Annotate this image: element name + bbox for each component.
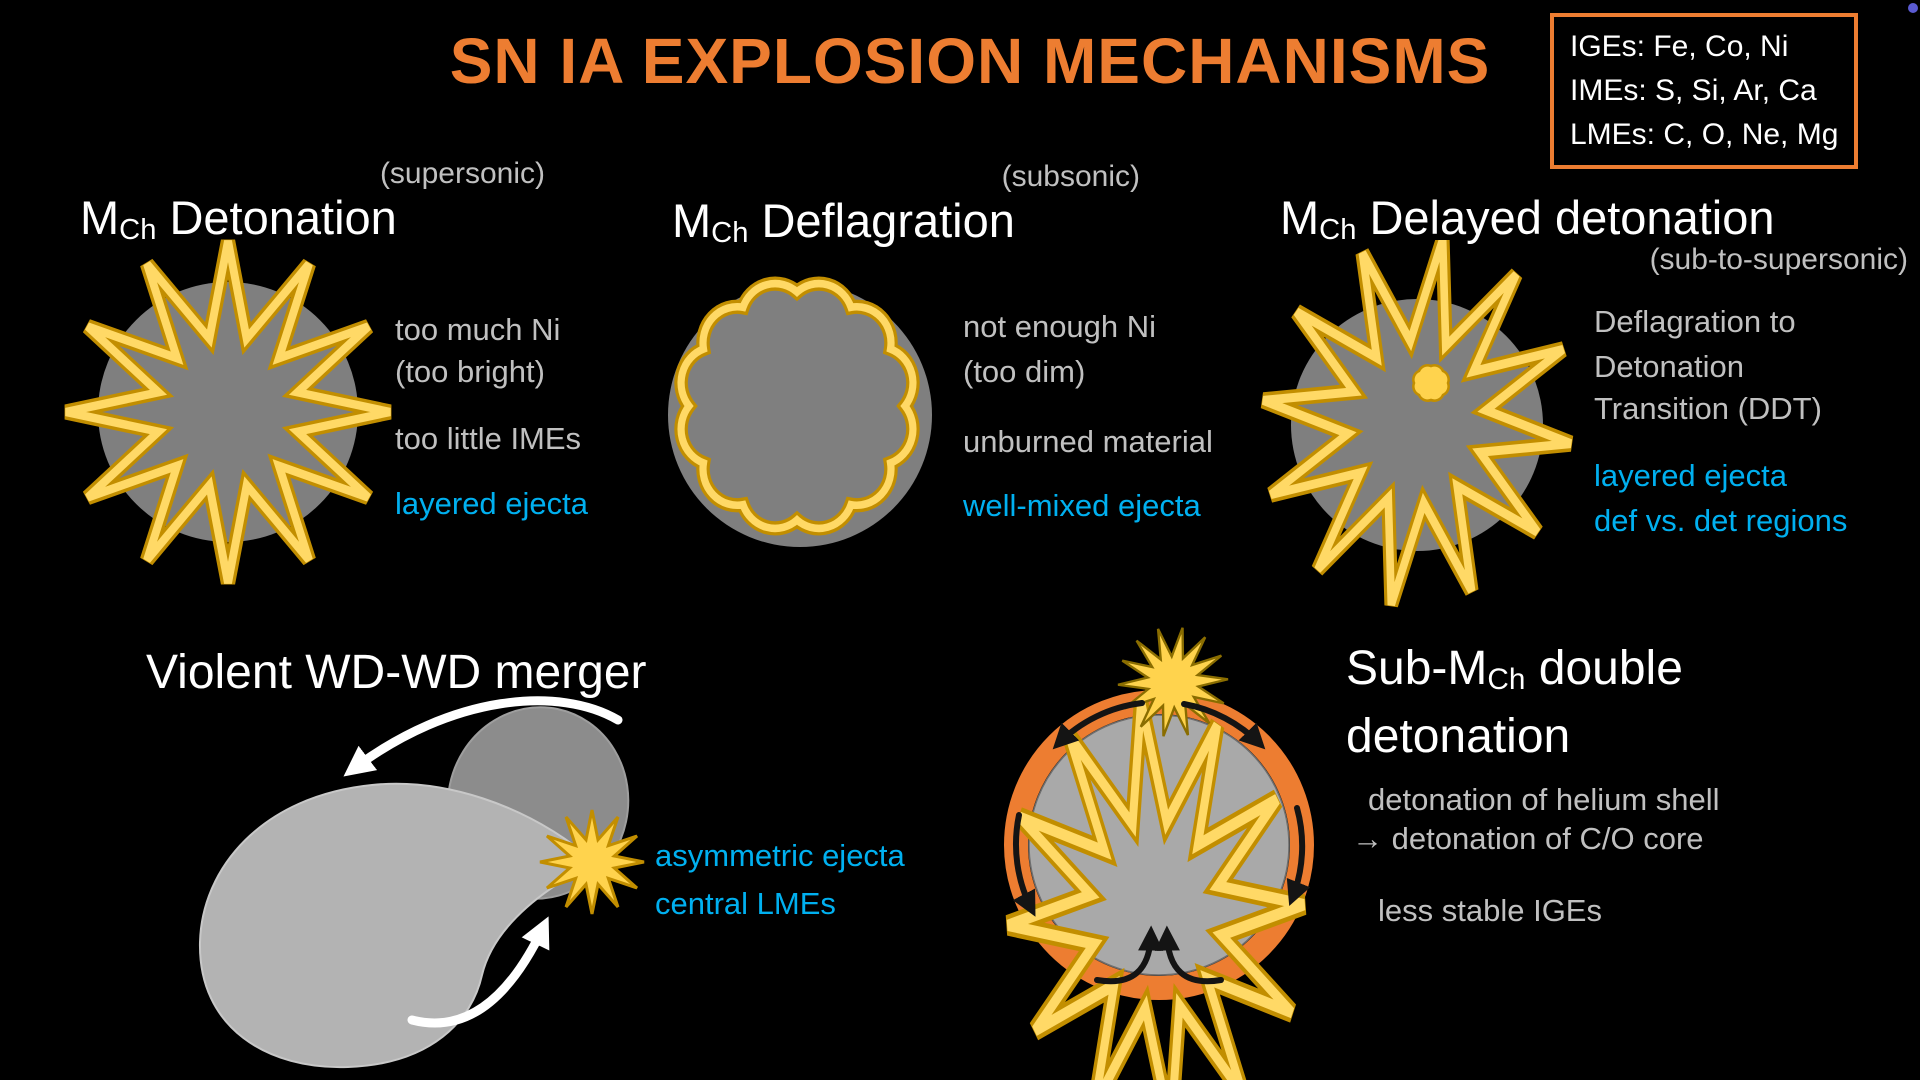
double-heading-post: double [1525,642,1683,695]
delayed-speed-note: (sub-to-supersonic) [1649,243,1908,276]
detonation-note-2: (too bright) [395,354,545,389]
legend-line-iges: IGEs: Fe, Co, Ni [1570,30,1789,63]
double-note-1: detonation of helium shell [1368,782,1720,817]
merger-note-blue-1: asymmetric ejecta [655,838,905,873]
double-detonation-diagram [980,617,1370,1080]
delayed-note-3: Transition (DDT) [1594,391,1822,426]
double-heading-pre: Sub-M [1346,642,1488,695]
detonation-speed-note: (supersonic) [379,157,545,190]
deflagration-spot-icon [1412,364,1450,402]
detonation-note-1: too much Ni [395,312,561,347]
legend-line-imes: IMEs: S, Si, Ar, Ca [1570,74,1817,107]
delayed-note-1: Deflagration to [1594,304,1796,339]
deflagration-heading-name: Deflagration [761,194,1015,247]
detonation-note-3: too little IMEs [395,421,582,456]
shell-burn-arrow-left-icon [1012,812,1036,917]
deflagration-note-3: unburned material [963,424,1213,459]
delayed-heading: MCh Delayed detonation [1280,190,1775,247]
merger-heading: Violent WD-WD merger [146,646,647,699]
deflagration-heading: MCh Deflagration [672,193,1015,250]
merger-note-blue-2: central LMEs [655,886,836,921]
flame-cloud-icon [681,284,913,529]
detonation-diagram [30,225,630,625]
legend-line-lmes: LMEs: C, O, Ne, Mg [1570,118,1839,151]
double-heading-line2: detonation [1346,710,1571,763]
deflagration-speed-note: (subsonic) [1001,160,1140,193]
delayed-detonation-diagram [1240,240,1670,620]
deflagration-diagram [668,240,932,547]
rotation-arrow-top-icon [343,696,623,777]
rotation-arrow-bottom-icon [407,916,550,1028]
double-note-3: less stable IGEs [1378,893,1602,928]
double-heading: Sub-MCh double detonation [1346,638,1683,768]
white-dwarf-circle [98,282,358,542]
double-note-2: → detonation of C/O core [1352,821,1704,856]
delayed-heading-mass: M [1280,191,1320,244]
detonation-heading-mass: M [80,191,120,244]
legend-box: IGEs: Fe, Co, Ni IMEs: S, Si, Ar, Ca LME… [1550,13,1859,169]
delayed-note-blue-1: layered ejecta [1594,458,1788,493]
deflagration-note-blue-1: well-mixed ejecta [963,488,1201,523]
deflagration-heading-sub: Ch [711,217,749,250]
shell-burn-arrow-right-icon [1286,805,1311,907]
detonation-heading: MCh Detonation [80,190,397,247]
deflagration-note-2: (too dim) [963,354,1086,389]
shell-burn-arrow-bottom-left-icon [1094,925,1164,985]
delayed-note-blue-2: def vs. det regions [1594,503,1848,538]
deflagration-heading-mass: M [672,194,712,247]
page-title: SN IA EXPLOSION MECHANISMS [449,25,1491,97]
delayed-heading-name: Delayed detonation [1369,191,1775,244]
double-heading-sub: Ch [1487,663,1526,697]
shell-burn-arrow-top-left-icon [1052,700,1145,750]
detonation-heading-name: Detonation [169,191,397,244]
primary-wd-blob [198,782,597,1069]
delayed-heading-sub: Ch [1319,214,1357,247]
detonation-heading-sub: Ch [119,214,157,247]
deflagration-note-1: not enough Ni [963,309,1157,344]
corner-dot [1908,3,1918,13]
shell-burn-arrows [1012,700,1311,985]
merger-diagram [198,696,646,1069]
delayed-note-2: Detonation [1594,349,1744,384]
shell-burn-arrow-top-right-icon [1181,701,1266,750]
shell-burn-arrow-bottom-right-icon [1154,925,1224,985]
detonation-note-blue-1: layered ejecta [395,486,589,521]
